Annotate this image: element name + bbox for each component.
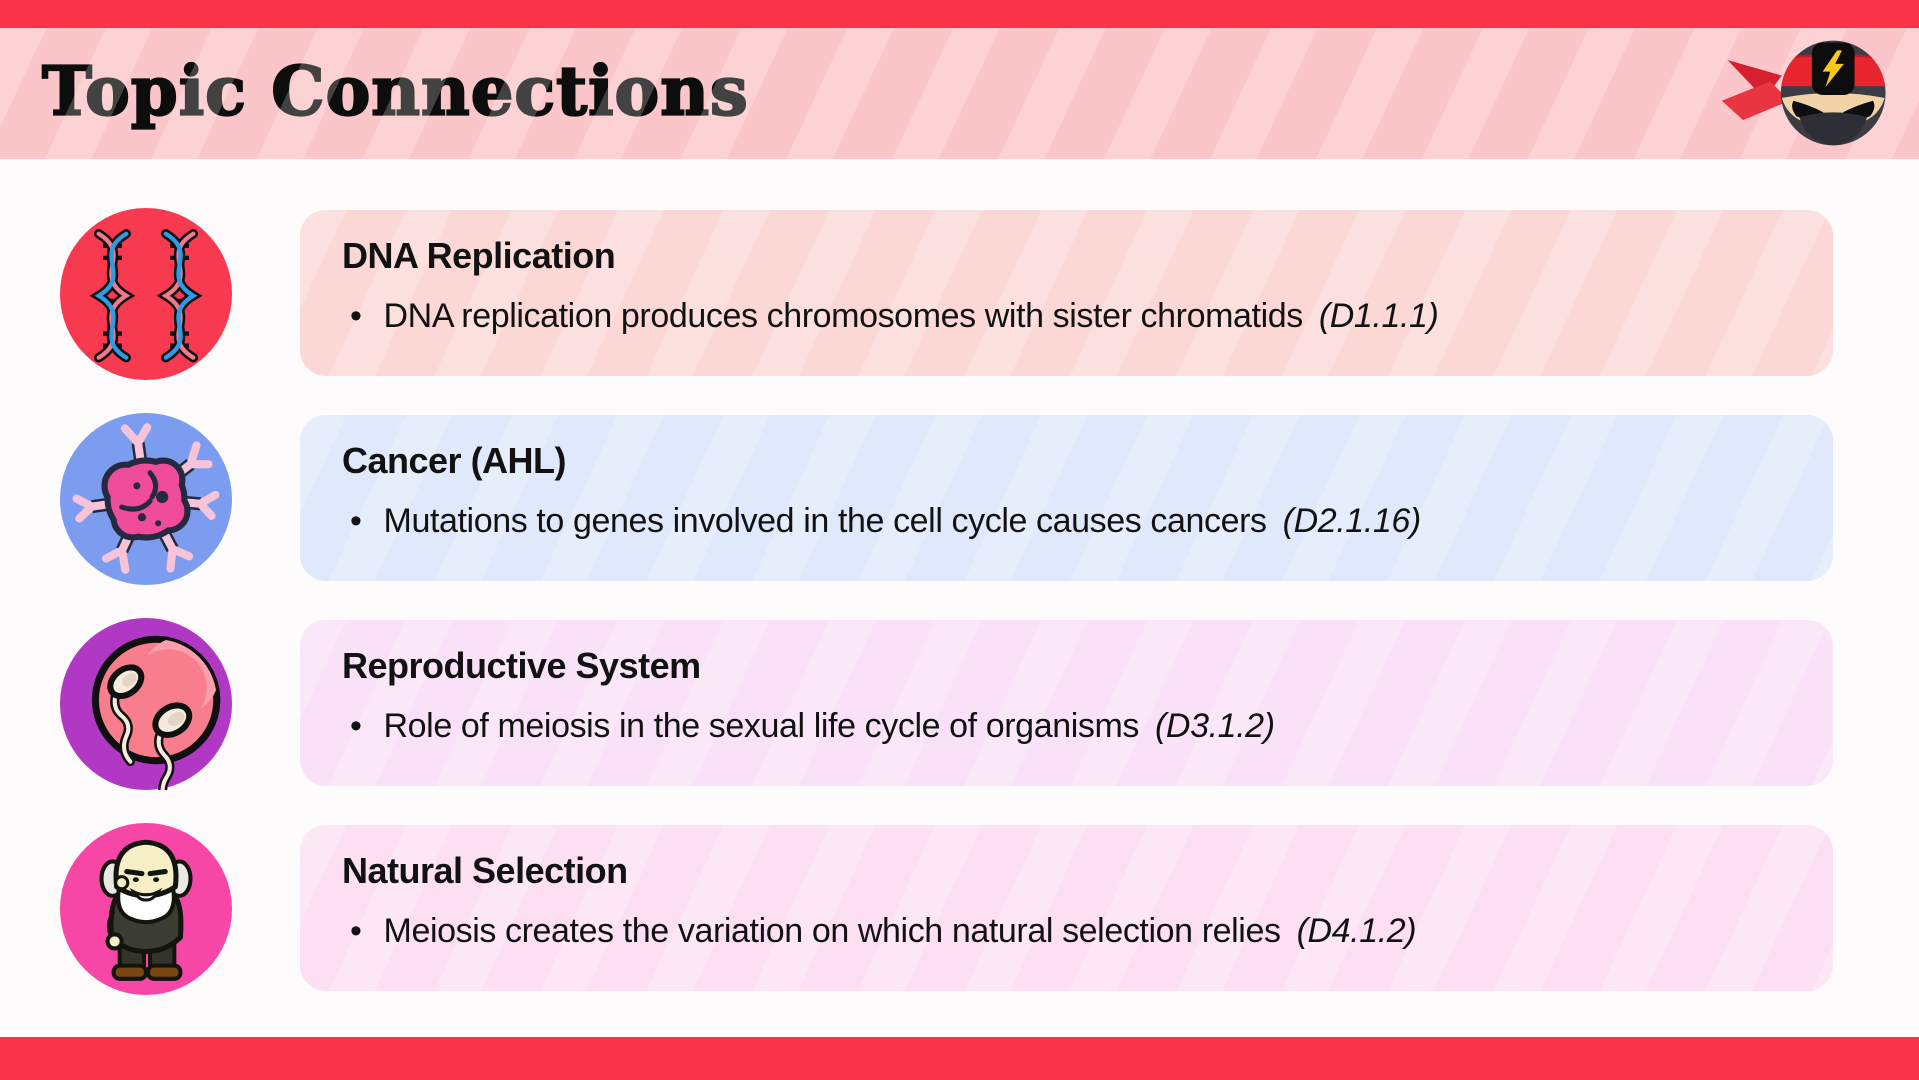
syllabus-code: (D2.1.16) [1282,501,1422,540]
page-title: Topic Connections [41,50,749,131]
card-bullet-text: Role of meiosis in the sexual life cycle… [383,706,1140,745]
card-title: DNA Replication [342,235,616,276]
card-title: Reproductive System [342,645,701,686]
bullet-dot: • [350,911,362,950]
card-title: Natural Selection [342,850,628,891]
slide-header: Topic Connections [0,28,1919,159]
topic-card: Reproductive System • Role of meiosis in… [300,620,1833,786]
bullet-dot: • [350,706,362,745]
card-bullet-text: Meiosis creates the variation on which n… [383,911,1281,950]
syllabus-code: (D4.1.2) [1296,911,1417,950]
top-accent-bar [0,0,1919,28]
syllabus-code: (D1.1.1) [1318,296,1439,335]
topic-row-cancer: Cancer (AHL) • Mutations to genes involv… [0,413,1919,585]
topic-card: Natural Selection • Meiosis creates the … [300,825,1833,991]
topic-card: DNA Replication • DNA replication produc… [300,210,1833,376]
bullet-dot: • [350,501,362,540]
card-bullet-text: DNA replication produces chromosomes wit… [383,296,1304,335]
cancer-cell-icon [60,413,232,585]
topic-row-natural-selection: Natural Selection • Meiosis creates the … [0,823,1919,995]
topic-row-reproductive-system: Reproductive System • Role of meiosis in… [0,618,1919,790]
topic-row-dna-replication: DNA Replication • DNA replication produc… [0,208,1919,380]
bullet-dot: • [350,296,362,335]
card-title: Cancer (AHL) [342,440,567,481]
bottom-accent-bar [0,1037,1919,1080]
fertilization-icon [60,618,232,790]
card-bullet-text: Mutations to genes involved in the cell … [383,501,1268,540]
darwin-icon [60,823,232,995]
ninja-icon [1721,40,1886,146]
topic-card: Cancer (AHL) • Mutations to genes involv… [300,415,1833,581]
dna-icon [60,208,232,380]
syllabus-code: (D3.1.2) [1155,706,1275,745]
